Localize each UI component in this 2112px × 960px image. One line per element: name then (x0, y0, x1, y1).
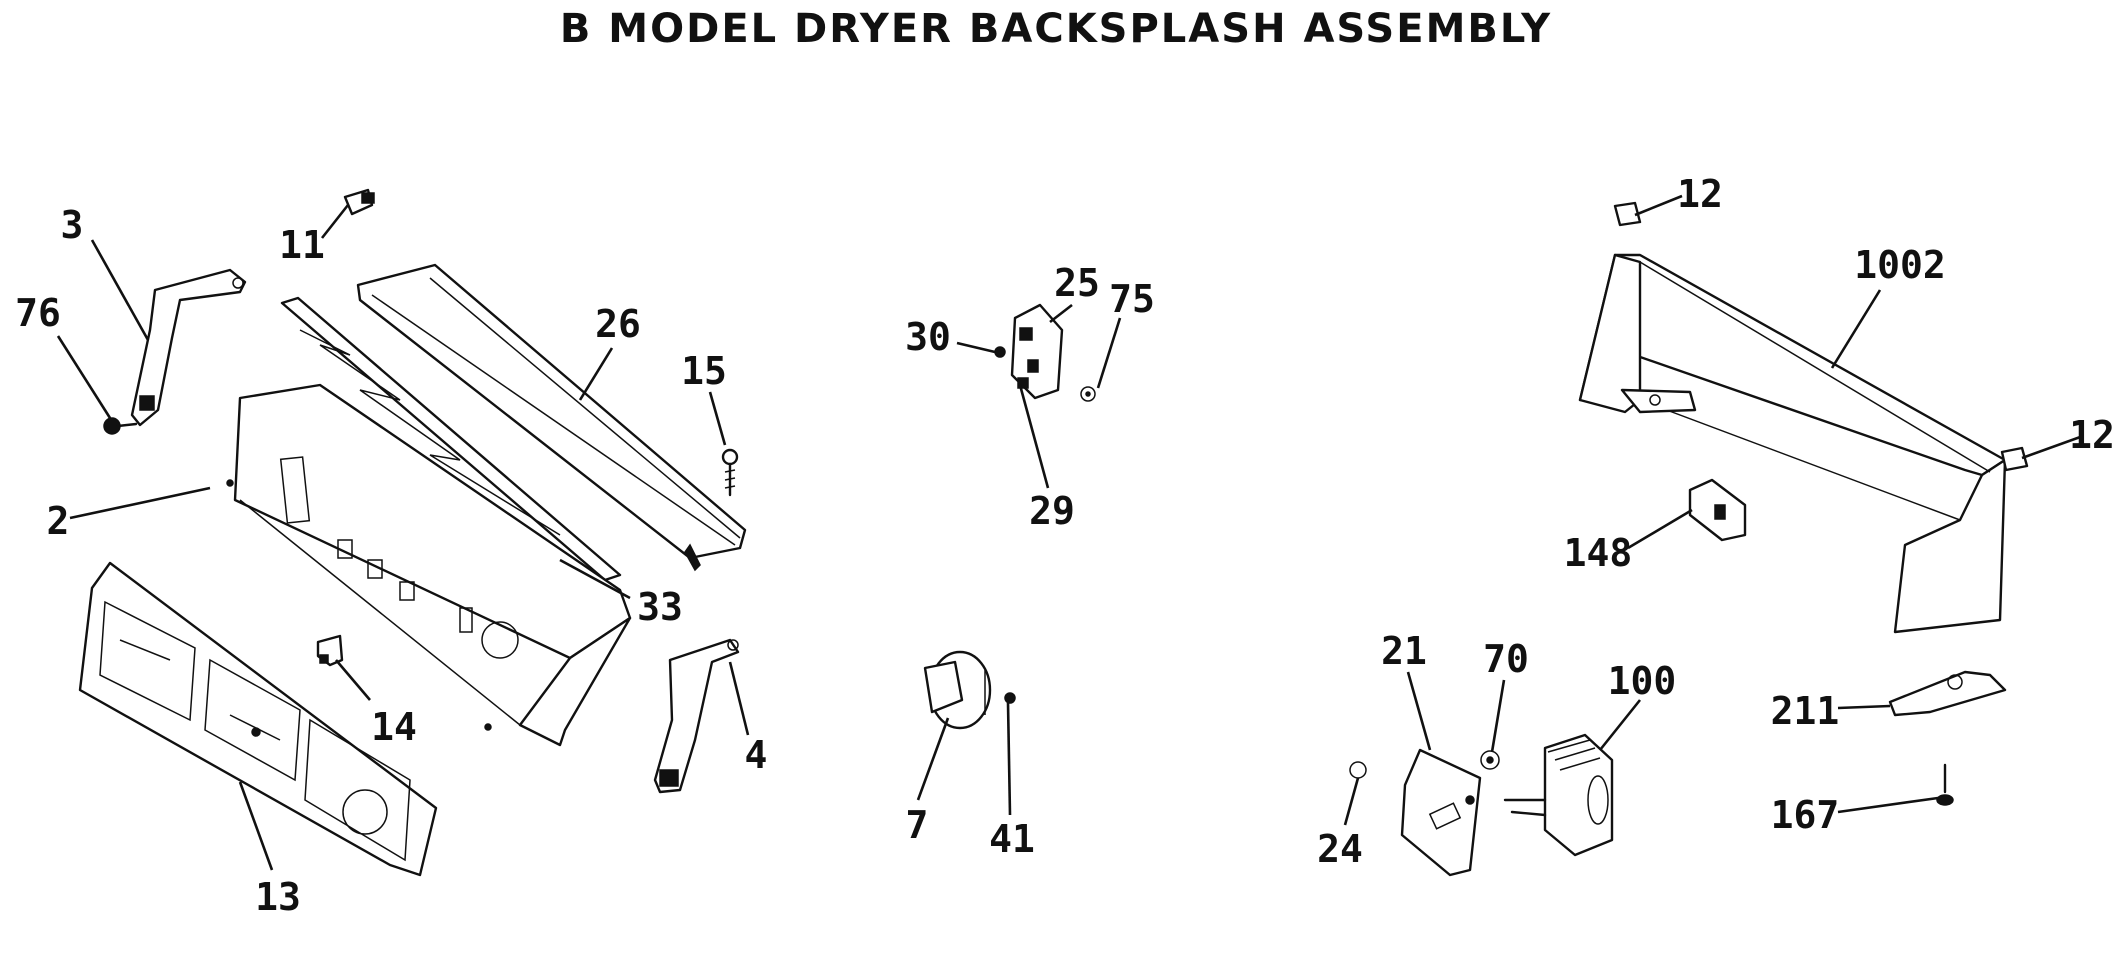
leader-30 (956, 341, 996, 354)
part-1002-backsplash-cabinet (1578, 253, 2007, 634)
part-148-bracket (1688, 478, 1747, 542)
leader-11 (320, 204, 350, 239)
callout-33: 33 (637, 585, 683, 629)
leader-12-top (1634, 194, 1683, 217)
leader-13 (238, 781, 274, 871)
leader-15 (708, 391, 727, 446)
part-3-left-bracket (130, 268, 247, 427)
leader-21 (1406, 671, 1432, 751)
leader-148 (1627, 508, 1693, 550)
callout-13: 13 (255, 875, 301, 919)
callout-148: 148 (1564, 531, 1633, 575)
part-100-timer (1503, 733, 1614, 857)
callout-25: 25 (1054, 261, 1100, 305)
callout-1002: 1002 (1854, 243, 1946, 287)
leader-70 (1490, 679, 1506, 753)
leader-75 (1096, 317, 1122, 389)
leader-7 (916, 717, 950, 801)
part-2-main-panel (226, 383, 632, 747)
callout-70: 70 (1483, 637, 1529, 681)
callout-76: 76 (15, 291, 61, 335)
callout-26: 26 (595, 302, 641, 346)
part-167-screw (1936, 763, 1954, 806)
part-25-switch (1010, 303, 1064, 400)
callout-12-top: 12 (1677, 172, 1723, 216)
part-26-top-cover (356, 263, 747, 572)
part-12-clip-right (2000, 446, 2029, 472)
leader-24 (1343, 777, 1360, 826)
callout-24: 24 (1317, 827, 1363, 871)
part-24-part (1349, 761, 1367, 779)
part-7-knob (923, 650, 992, 730)
callout-41: 41 (989, 817, 1035, 861)
part-211-bracket (1888, 670, 2007, 717)
part-4-right-bracket (653, 638, 740, 794)
leader-76 (56, 335, 112, 419)
leader-33 (559, 558, 631, 600)
callout-21: 21 (1381, 629, 1427, 673)
callout-14: 14 (371, 705, 417, 749)
leader-2 (69, 486, 211, 520)
callout-167: 167 (1771, 793, 1840, 837)
part-15-screw (721, 448, 739, 497)
leader-167 (1837, 796, 1939, 814)
part-70-screw (1480, 750, 1500, 770)
leader-1002 (1830, 289, 1882, 369)
callout-3: 3 (61, 203, 84, 247)
part-30-screw (994, 346, 1006, 358)
part-75-nut (1080, 386, 1096, 402)
leader-100 (1598, 699, 1642, 751)
leader-41 (1006, 702, 1012, 816)
callout-4: 4 (745, 733, 768, 777)
callout-75: 75 (1109, 277, 1155, 321)
leader-25 (1049, 303, 1073, 324)
callout-11: 11 (279, 223, 325, 267)
callout-30: 30 (905, 315, 951, 359)
part-33-strip (280, 296, 622, 582)
leader-14 (335, 659, 371, 701)
leader-12-right (2021, 434, 2084, 460)
callout-7: 7 (906, 803, 929, 847)
callout-100: 100 (1608, 659, 1677, 703)
part-21-timer-plate (1400, 748, 1482, 877)
callout-211: 211 (1771, 689, 1840, 733)
leader-lines (56, 194, 2084, 871)
callout-12-right: 12 (2069, 413, 2112, 457)
leader-211 (1837, 704, 1891, 710)
callout-labels: 3 76 11 26 15 2 33 14 4 13 25 75 30 29 7… (15, 172, 2112, 919)
part-41-nut (1004, 692, 1016, 704)
leader-3 (90, 239, 150, 341)
part-76-screw (103, 417, 138, 435)
callout-29: 29 (1029, 489, 1075, 533)
leader-29 (1018, 384, 1050, 489)
diagram-title: B MODEL DRYER BACKSPLASH ASSEMBLY (559, 6, 1553, 52)
part-14-clip (316, 634, 344, 667)
part-11-clip (343, 188, 375, 216)
leader-26 (578, 347, 614, 401)
part-29-terminal (1017, 377, 1029, 389)
callout-2: 2 (47, 499, 70, 543)
part-12-clip-top (1613, 201, 1642, 227)
leader-4 (728, 661, 750, 736)
callout-15: 15 (681, 349, 727, 393)
part-13-control-panel (78, 561, 438, 877)
